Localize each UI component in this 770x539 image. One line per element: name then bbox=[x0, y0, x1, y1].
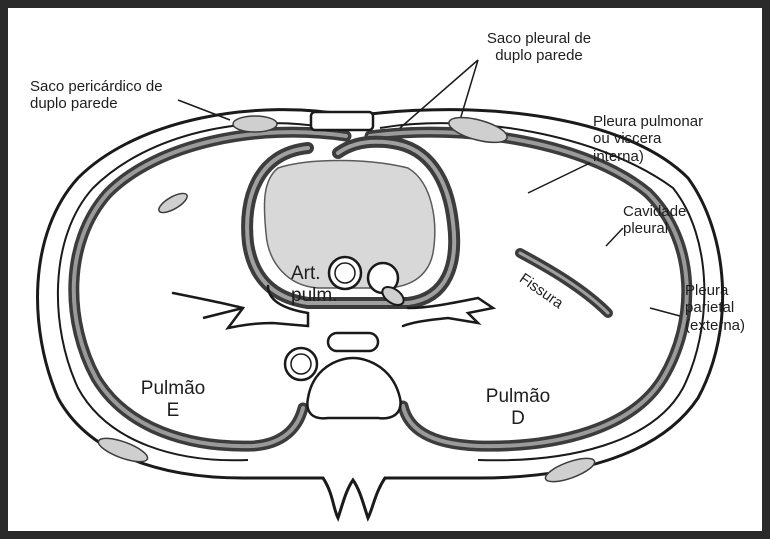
sternum bbox=[311, 112, 373, 130]
label-pleura-pulmonar: Pleura pulmonar ou viscera interna) bbox=[593, 113, 703, 165]
label-cavidade-pleural: Cavidade pleural bbox=[623, 203, 686, 238]
pericardial-recess bbox=[233, 116, 277, 132]
label-saco-pleural: Saco pleural de duplo parede bbox=[464, 30, 614, 65]
descending-aorta bbox=[285, 348, 317, 380]
label-pulmao-d: Pulmão D bbox=[478, 386, 558, 430]
label-art-pulm: Art. pulm. bbox=[291, 263, 337, 307]
esophagus bbox=[328, 333, 378, 351]
diagram-panel: Saco pericárdico de duplo parede Saco pl… bbox=[8, 8, 762, 531]
label-pulmao-e: Pulmão E bbox=[133, 378, 213, 422]
label-saco-pericardico: Saco pericárdico de duplo parede bbox=[30, 78, 163, 113]
label-pleura-parietal: Pleura parietal (externa) bbox=[685, 282, 745, 334]
